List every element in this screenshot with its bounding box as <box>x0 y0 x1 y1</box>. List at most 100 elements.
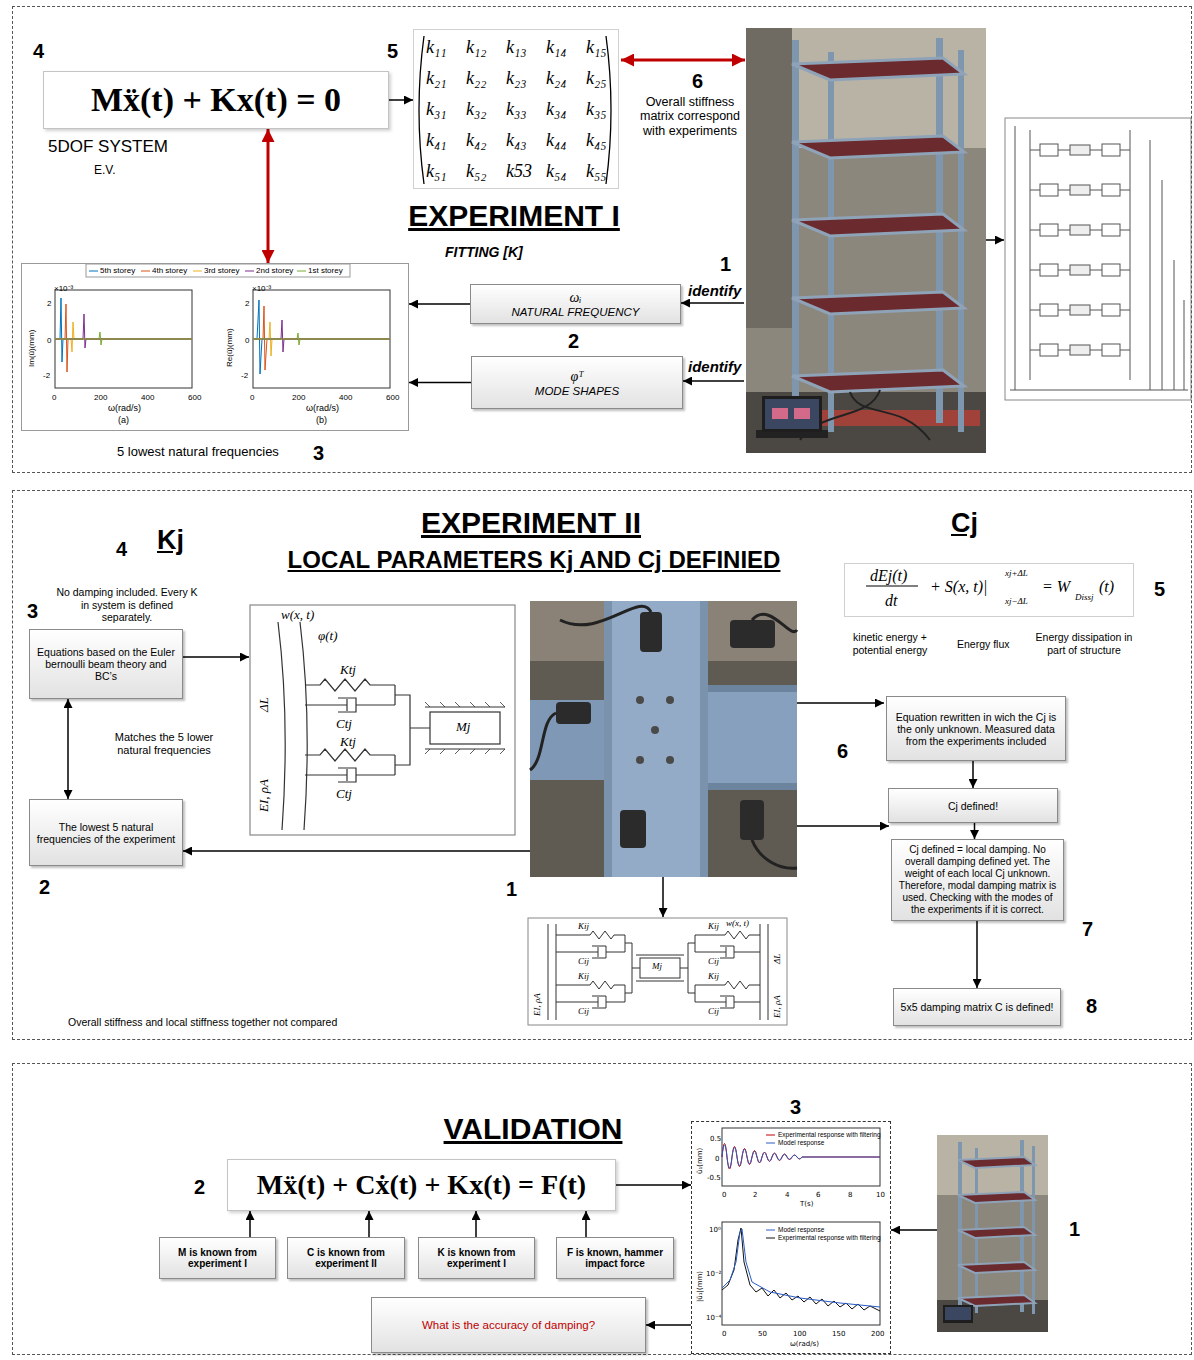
figure-label: Cij <box>578 956 589 966</box>
figure-label: Cij <box>578 1006 589 1016</box>
matrix-entry: k₅₁ <box>426 161 447 182</box>
equation-part: = W <box>1042 578 1070 596</box>
connector-arrow <box>249 1211 251 1237</box>
section-title: EXPERIMENT I <box>64 199 964 233</box>
section-title: EXPERIMENT II <box>81 506 981 540</box>
connector-arrow <box>409 303 470 305</box>
figure-label: Kij <box>708 971 719 981</box>
figure-label: w(x, t) <box>726 918 749 928</box>
process-box: M is known from experiment I <box>159 1237 276 1279</box>
connector-arrow <box>646 1324 691 1326</box>
matrix-entry: k₄₅ <box>586 130 607 151</box>
annotation-text: kinetic energy + potential energy <box>838 631 942 656</box>
legend-entry: 4th storey <box>152 266 187 275</box>
section-panel: EXPERIMENT II LOCAL PARAMETERS Kj AND Cj … <box>12 490 1192 1040</box>
matrix-entry: k₄₁ <box>426 130 447 151</box>
connector-arrow <box>409 382 471 384</box>
axis-label: ω(rad/s) <box>108 403 141 413</box>
connector-arrow <box>616 1184 691 1186</box>
axis-label: T(s) <box>800 1200 813 1208</box>
matrix-entry: k₃₄ <box>546 99 567 120</box>
axis-label: |ū₁|(mm) <box>696 1271 704 1302</box>
fraction-bar <box>866 586 918 587</box>
box-text: 5x5 damping matrix C is defined! <box>901 1001 1054 1013</box>
connector-arrow <box>976 921 978 988</box>
section-title: LOCAL PARAMETERS Kj AND Cj DEFINIED <box>84 546 984 574</box>
axis-label: 100 <box>793 1330 806 1338</box>
matrix-entry: k₁₁ <box>426 37 447 58</box>
figure-label: EI, ρA <box>772 995 782 1018</box>
figure-label: ΔL <box>256 697 272 712</box>
matrix-entry: k₂₅ <box>586 68 607 89</box>
box-text: F is known, hammer impact force <box>563 1247 667 1269</box>
axis-label: 0 <box>245 336 249 345</box>
axis-label: 0.5 <box>710 1135 721 1143</box>
frf-plot: ×10⁻³20-20200400600Im(ū)(mm)ω(rad/s)(a)×… <box>21 263 409 431</box>
response-curves <box>722 1128 880 1325</box>
axis-label: 0 <box>722 1330 726 1338</box>
matrix-entry: k53 <box>506 161 532 182</box>
axis-label: 0 <box>722 1191 726 1199</box>
matrix-entry: k₄₂ <box>466 130 487 151</box>
annotation-text: E.V. <box>94 163 116 177</box>
annotation-text: Energy flux <box>957 638 1010 651</box>
axis-label: Im(ū)(mm) <box>27 330 36 367</box>
axis-label: 200 <box>94 393 107 402</box>
figure-label: Kij <box>578 921 589 931</box>
figure-label: φ(t) <box>318 628 337 644</box>
connector-arrow <box>67 699 69 799</box>
matrix-entry: k₃₃ <box>506 99 527 120</box>
process-box: F is known, hammer impact force <box>556 1237 674 1279</box>
axis-label: 10 <box>876 1191 885 1199</box>
annotation-text: Matches the 5 lower natural frequencies <box>106 731 222 757</box>
legend-entry: 3rd storey <box>204 266 240 275</box>
box-text: Cj defined! <box>948 800 998 812</box>
axis-label: -2 <box>241 371 248 380</box>
coupled-model-drawing <box>528 918 787 1025</box>
process-box: Cj defined = local damping. No overall d… <box>891 839 1064 921</box>
equation-box: Mẍ(t) + Cẋ(t) + Kx(t) = F(t) <box>227 1159 616 1211</box>
callout-number: 7 <box>1082 918 1093 941</box>
axis-label: 2 <box>753 1191 757 1199</box>
matrix-entry: k₁₂ <box>466 37 487 58</box>
axis-label: 150 <box>832 1330 845 1338</box>
box-text: Equation rewritten in wich the Cj is the… <box>893 711 1059 747</box>
matrix-entry: k₄₃ <box>506 130 527 151</box>
legend-entry: 2nd storey <box>256 266 293 275</box>
process-box: Equations based on the Euler bernoulli b… <box>29 629 183 699</box>
axis-label: 0 <box>715 1155 719 1163</box>
axis-label: (a) <box>118 415 129 425</box>
axis-label: 200 <box>292 393 305 402</box>
figure-label: Ktj <box>340 662 356 678</box>
equation-box: dEj(t)dt+ S(x, t)|xj+ΔLxj−ΔL= WDissj(t) <box>844 563 1134 617</box>
box-text: What is the accuracy of damping? <box>422 1319 595 1331</box>
equation-part: + S(x, t)| <box>930 578 987 596</box>
callout-number: 5 <box>1154 578 1165 601</box>
equation-part: xj−ΔL <box>1005 596 1028 606</box>
test-frame-photo <box>746 28 986 453</box>
callout-number: 1 <box>720 253 731 276</box>
axis-label: 0 <box>47 336 51 345</box>
callout-number: 2 <box>568 330 579 353</box>
frf-curves <box>55 264 390 388</box>
axis-label: 10⁻² <box>706 1270 721 1278</box>
legend-entry: Experimental response with filtering <box>778 1234 881 1241</box>
axis-label: 0 <box>250 393 254 402</box>
figure-label: Ktj <box>340 734 356 750</box>
beam-model-drawing <box>250 605 515 835</box>
annotation-text: FITTING [K] <box>445 244 523 260</box>
axis-label: 600 <box>386 393 399 402</box>
axis-label: 10⁻⁴ <box>706 1314 721 1322</box>
callout-number: 4 <box>116 538 127 561</box>
equation-part: (t) <box>1099 578 1114 596</box>
figure-label: Ctj <box>336 716 352 732</box>
axis-label: (b) <box>316 415 327 425</box>
axis-label: ω(rad/s) <box>306 403 339 413</box>
matrix-entry: k₁₄ <box>546 37 567 58</box>
process-box: ωᵢNATURAL FREQUENCY <box>470 284 681 324</box>
annotation-text: Overall stiffness matrix correspond with… <box>636 95 744 138</box>
annotation-text: 5 lowest natural frequencies <box>117 444 279 459</box>
box-text: MODE SHAPES <box>535 385 619 397</box>
